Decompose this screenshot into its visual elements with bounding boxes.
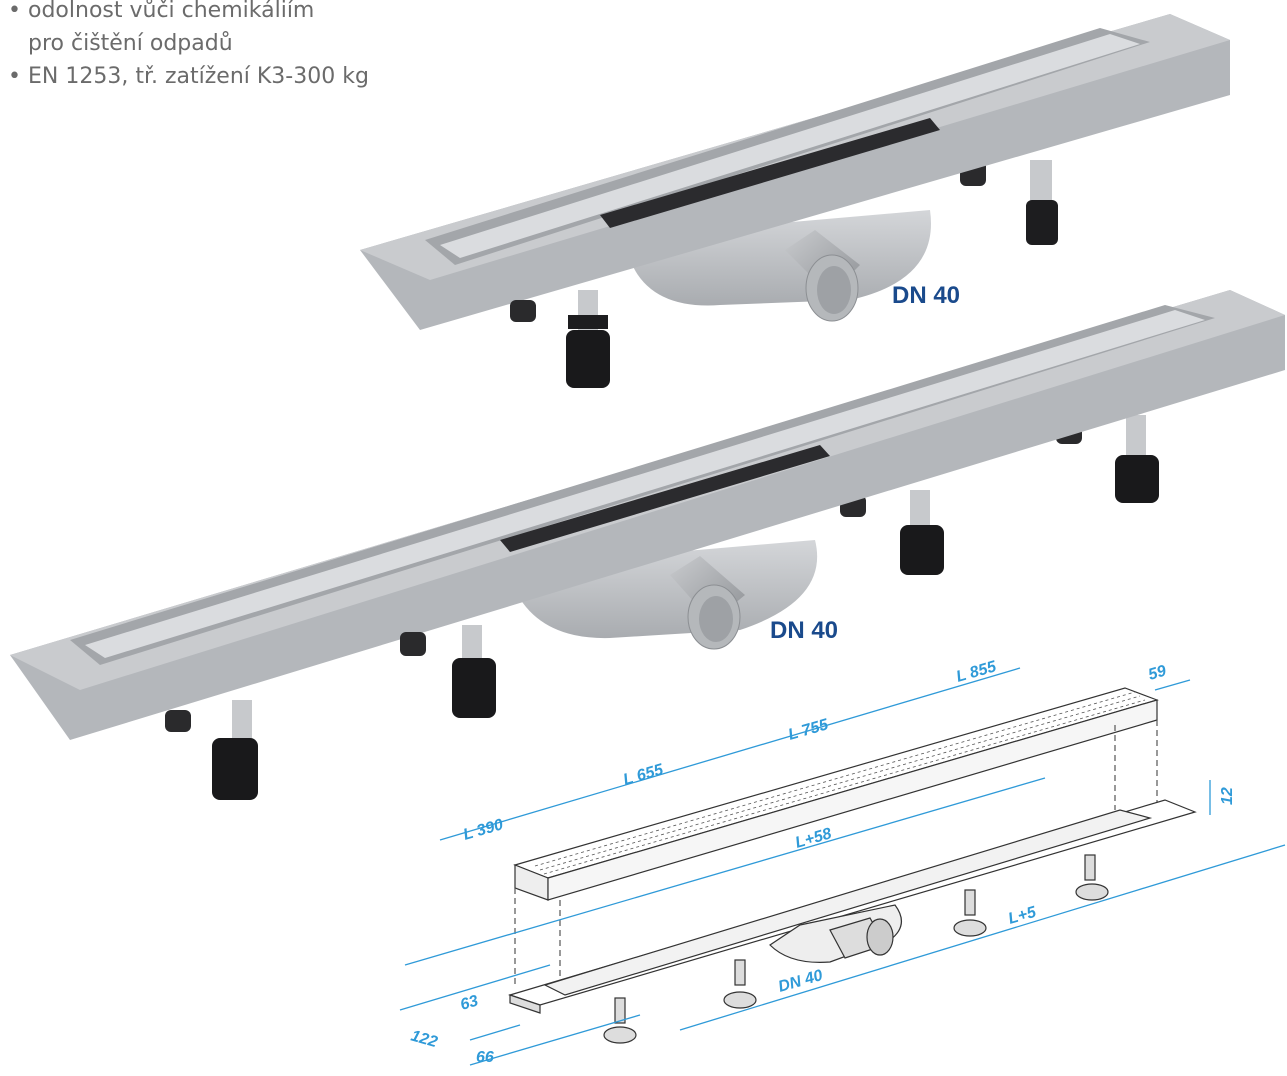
- adjustable-foot: [165, 710, 191, 732]
- feature-text: odolnost vůči chemikáliím: [28, 0, 315, 23]
- foot-outline: [603, 997, 637, 1044]
- adjustable-foot: [566, 290, 610, 388]
- dim-63: 63: [458, 993, 480, 1014]
- feature-list: odolnost vůči chemikáliím pro čištění od…: [8, 0, 369, 93]
- technical-drawing: [508, 687, 1197, 1044]
- adjustable-foot: [400, 632, 426, 656]
- dim-66: 66: [476, 1049, 494, 1066]
- outlet-pipe: [670, 556, 745, 650]
- foot-outline: [1075, 854, 1109, 901]
- adjustable-foot: [900, 490, 944, 575]
- dim-l390: L 390: [461, 816, 505, 844]
- trap-insert: [500, 445, 830, 552]
- dim-width-59: 59: [1146, 663, 1168, 684]
- dim-l855: L 855: [954, 658, 999, 686]
- feature-item: EN 1253, tř. zatížení K3-300 kg: [8, 60, 369, 93]
- dimension-lines: [399, 667, 1286, 1066]
- dim-l755: L 755: [786, 716, 831, 744]
- drain-channel-long: [10, 290, 1285, 800]
- dim-122: 122: [409, 1028, 439, 1052]
- dn40-label-upper: DN 40: [892, 282, 961, 309]
- foot-outline: [953, 889, 987, 937]
- dim-dn40: DN 40: [776, 967, 824, 996]
- outlet-pipe: [785, 230, 860, 322]
- adjustable-foot: [510, 300, 536, 322]
- dim-l655: L 655: [621, 761, 666, 789]
- dn40-label-lower: DN 40: [770, 617, 839, 644]
- adjustable-foot: [1026, 160, 1058, 245]
- adjustable-foot: [452, 625, 496, 718]
- adjustable-foot: [212, 700, 258, 800]
- dim-height-12: 12: [1219, 787, 1236, 805]
- outlet-pipe-outline: [829, 917, 894, 959]
- trap-insert: [600, 118, 940, 228]
- adjustable-foot: [1115, 415, 1159, 503]
- dim-l-plus-58: L+58: [793, 825, 833, 852]
- grate-perforations: [534, 691, 1146, 875]
- foot-outline: [723, 959, 757, 1009]
- drain-channel-short: [360, 14, 1230, 388]
- feature-item: odolnost vůči chemikáliím pro čištění od…: [8, 0, 369, 60]
- feature-text-continued: pro čištění odpadů: [28, 31, 233, 56]
- feature-text: EN 1253, tř. zatížení K3-300 kg: [28, 64, 369, 89]
- dim-l-plus-5: L+5: [1006, 903, 1039, 927]
